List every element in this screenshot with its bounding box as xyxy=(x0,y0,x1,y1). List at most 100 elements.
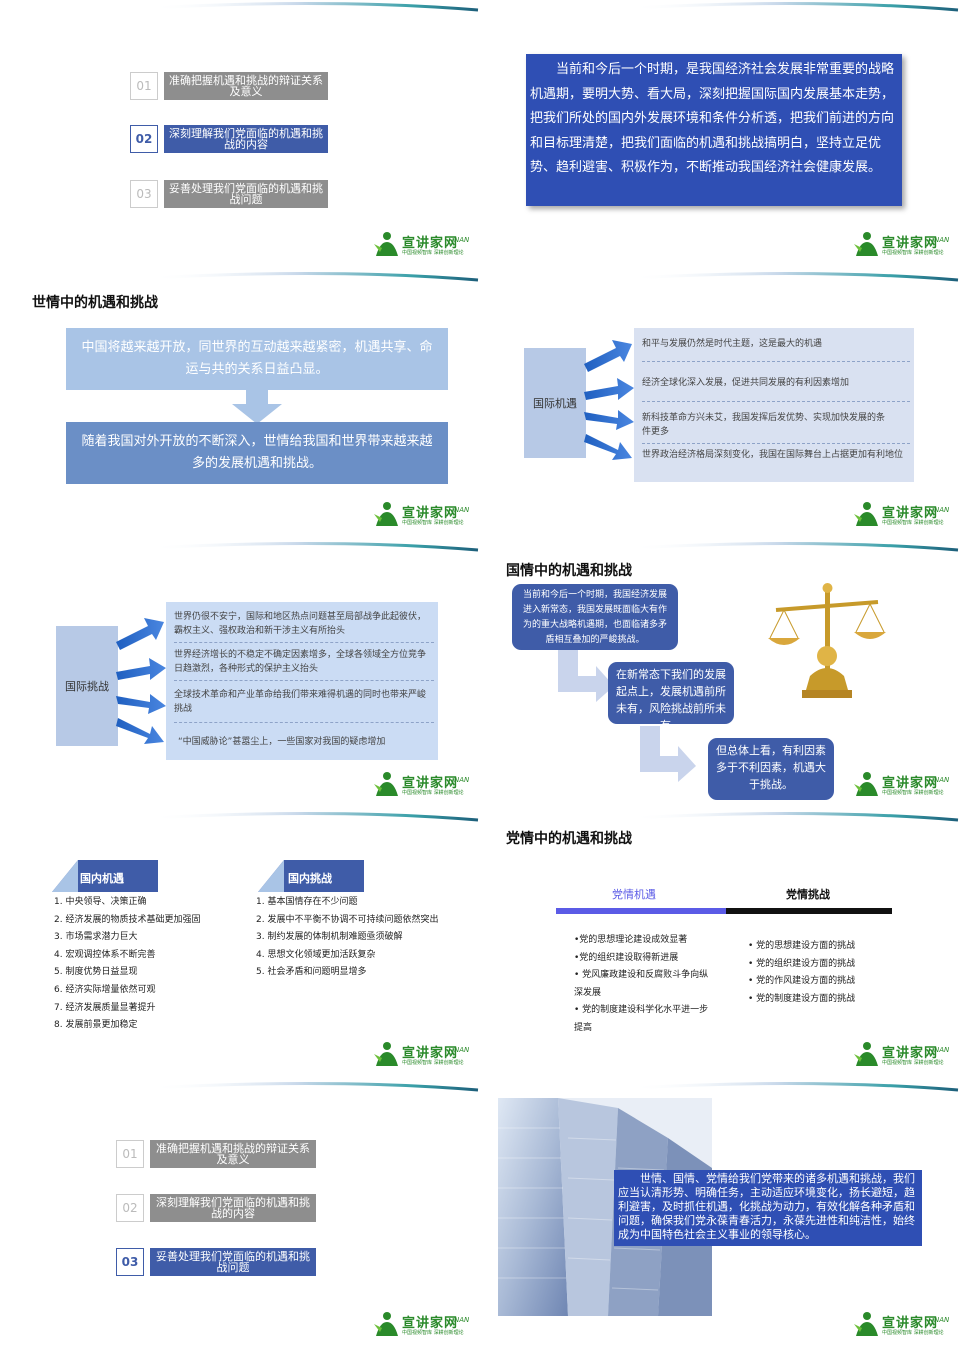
conclusion-text-box: 世情、国情、党情给我们党带来的诸多机遇和挑战，我们应当认清形势、明确任务，主动适… xyxy=(614,1170,922,1246)
slide-1-toc: 01 准确把握机遇和挑战的辩证关系及意义 02 深刻理解我们党面临的机遇和挑战的… xyxy=(0,0,480,268)
opportunity-list: 1. 中央领导、决策正确 2. 经济发展的物质技术基础更加强固 3. 市场需求潜… xyxy=(54,894,254,1035)
list-item: 4. 宏观调控体系不断完善 xyxy=(54,949,156,960)
logo-figure-icon xyxy=(854,1042,878,1066)
logo-suffix: NAN xyxy=(454,1046,470,1054)
toc-number: 02 xyxy=(116,1194,144,1222)
list-item: • 党风廉政建设和反腐败斗争向纵深发展 xyxy=(574,970,709,998)
timeline-bar-right xyxy=(726,908,892,914)
timeline-bar-left xyxy=(556,908,726,914)
logo-text: 宣讲家网 xyxy=(402,1046,459,1061)
logo-suffix: NAN xyxy=(454,776,470,784)
toc-number: 02 xyxy=(130,125,158,153)
list-item: “中国威胁论”甚嚣尘上，一些国家对我国的疑虑增加 xyxy=(178,737,386,747)
items-panel: 和平与发展仍然是时代主题，这是最大的机遇 经济全球化深入发展，促进共同发展的有利… xyxy=(634,328,914,482)
intro-text: 当前和今后一个时期，是我国经济社会发展非常重要的战略机遇期，要明大势、看大局，深… xyxy=(530,62,895,175)
logo-suffix: NAN xyxy=(934,506,950,514)
logo: 宣讲家网 NAN 中国视频智库 深耕创新理论 xyxy=(372,1310,472,1340)
toc-label: 妥善处理我们党面临的机遇和挑战问题 xyxy=(164,180,328,208)
divider xyxy=(174,722,434,723)
list-item: 新科技革命方兴未艾，我国发挥后发优势、实现加快发展的条件更多 xyxy=(642,413,886,437)
logo-text: 宣讲家网 xyxy=(402,506,459,521)
slide-5-intl-challenges: 国际挑战 世界仍很不安宁，国际和地区热点问题甚至局部战争此起彼伏，霸权主义、强权… xyxy=(0,540,480,808)
column-title-left: 党情机遇 xyxy=(612,888,656,901)
toc-number: 03 xyxy=(130,180,158,208)
list-item: 1. 中央领导、决策正确 xyxy=(54,897,147,907)
logo: 宣讲家网 NAN 中国视频智库 深耕创新理论 xyxy=(852,500,952,530)
header-swoosh xyxy=(149,811,479,822)
logo: 宣讲家网 NAN 中国视频智库 深耕创新理论 xyxy=(372,500,472,530)
logo-slogan: 中国视频智库 深耕创新理论 xyxy=(882,250,944,256)
bottom-statement-box: 随着我国对外开放的不断深入，世情给我国和世界带来越来越多的发展机遇和挑战。 xyxy=(66,422,448,484)
logo-figure-icon xyxy=(854,1312,878,1336)
logo-text: 宣讲家网 xyxy=(882,236,939,251)
logo-suffix: NAN xyxy=(934,1046,950,1054)
list-item: 2. 经济发展的物质技术基础更加强固 xyxy=(54,914,201,925)
toc-number: 03 xyxy=(116,1248,144,1276)
header-swoosh xyxy=(149,541,479,552)
list-item: 6. 经济实际增量依然可观 xyxy=(54,984,156,995)
logo-slogan: 中国视频智库 深耕创新理论 xyxy=(882,520,944,526)
logo-figure-icon xyxy=(374,1312,398,1336)
logo: 宣讲家网 NAN 中国视频智库 深耕创新理论 xyxy=(372,230,472,260)
slide-6-national: 国情中的机遇和挑战 当前和今后一个时期，我国经济发展进入新常态，我国发展既面临大… xyxy=(480,540,960,808)
list-item: • 党的组织建设方面的挑战 xyxy=(748,958,856,969)
logo: 宣讲家网 NAN 中国视频智库 深耕创新理论 xyxy=(372,1040,472,1070)
scales-icon xyxy=(768,583,886,698)
step-text: 当前和今后一个时期，我国经济发展进入新常态，我国发展既面临大有作为的重大战略机遇… xyxy=(522,590,667,645)
logo-slogan: 中国视频智库 深耕创新理论 xyxy=(402,1060,464,1066)
party-challenge-list: • 党的思想建设方面的挑战 • 党的组织建设方面的挑战 • 党的作风建设方面的挑… xyxy=(748,938,898,1008)
category-label-box: 国际挑战 xyxy=(56,626,118,746)
logo-figure-icon xyxy=(854,772,878,796)
list-item: • 党的思想建设方面的挑战 xyxy=(748,941,856,951)
challenge-list: 1. 基本国情存在不少问题 2. 发展中不平衡不协调不可持续问题依然突出 3. … xyxy=(256,894,476,982)
list-item: 世界仍很不安宁，国际和地区热点问题甚至局部战争此起彼伏，霸权主义、强权政治和新干… xyxy=(174,612,427,636)
logo-text: 宣讲家网 xyxy=(402,1316,459,1331)
logo-figure-icon xyxy=(374,772,398,796)
logo-figure-icon xyxy=(374,232,398,256)
logo-text: 宣讲家网 xyxy=(882,776,939,791)
slide-3-world: 世情中的机遇和挑战 中国将越来越开放，同世界的互动越来越紧密，机遇共享、命运与共… xyxy=(0,270,480,538)
slide-title: 党情中的机遇和挑战 xyxy=(506,831,632,847)
divider xyxy=(642,443,910,444)
tab-header-right xyxy=(258,860,364,892)
list-item: 3. 市场需求潜力巨大 xyxy=(54,932,138,943)
down-arrow-icon xyxy=(232,390,282,424)
logo-suffix: NAN xyxy=(934,1316,950,1324)
step-box-3: 但总体上看，有利因素多于不利因素，机遇大于挑战。 xyxy=(708,738,834,800)
logo-suffix: NAN xyxy=(454,236,470,244)
list-item: 经济全球化深入发展，促进共同发展的有利因素增加 xyxy=(642,378,850,388)
header-swoosh xyxy=(629,1,959,12)
column-title-left: 国内机遇 xyxy=(80,872,124,885)
header-swoosh xyxy=(629,811,959,822)
toc-label: 妥善处理我们党面临的机遇和挑战问题 xyxy=(150,1248,316,1276)
divider xyxy=(642,401,910,402)
column-title-right: 国内挑战 xyxy=(288,872,332,885)
slide-4-intl-opportunities: 国际机遇 和平与发展仍然是时代主题，这是最大的机遇 经济全球化深入发展，促进共同… xyxy=(480,270,960,538)
list-item: • 党的作风建设方面的挑战 xyxy=(748,976,856,986)
slide-2-intro: 当前和今后一个时期，是我国经济社会发展非常重要的战略机遇期，要明大势、看大局，深… xyxy=(480,0,960,268)
slide-10-conclusion: 世情、国情、党情给我们党带来的诸多机遇和挑战，我们应当认清形势、明确任务，主动适… xyxy=(480,1080,960,1348)
logo-slogan: 中国视频智库 深耕创新理论 xyxy=(402,520,464,526)
header-swoosh xyxy=(149,271,479,282)
divider xyxy=(174,642,434,643)
list-item: 世界经济增长的不稳定不确定因素增多，全球各领域全方位竞争日趋激烈，各种形式的保护… xyxy=(174,650,427,674)
logo-slogan: 中国视频智库 深耕创新理论 xyxy=(882,790,944,796)
logo-slogan: 中国视频智库 深耕创新理论 xyxy=(402,790,464,796)
logo-text: 宣讲家网 xyxy=(882,1316,939,1331)
list-item: 世界政治经济格局深刻变化，我国在国际舞台上占据更加有利地位 xyxy=(642,450,904,460)
logo-suffix: NAN xyxy=(934,236,950,244)
top-statement-box: 中国将越来越开放，同世界的互动越来越紧密，机遇共享、命运与共的关系日益凸显。 xyxy=(66,328,448,390)
step-connector-icon xyxy=(640,726,696,782)
logo-suffix: NAN xyxy=(454,506,470,514)
logo-slogan: 中国视频智库 深耕创新理论 xyxy=(882,1330,944,1336)
arrows-fan-icon xyxy=(116,618,166,744)
list-item: 4. 思想文化领域更加活跃复杂 xyxy=(256,949,376,960)
logo: 宣讲家网 NAN 中国视频智库 深耕创新理论 xyxy=(852,1040,952,1070)
toc-label: 准确把握机遇和挑战的辩证关系及意义 xyxy=(150,1140,316,1168)
logo-text: 宣讲家网 xyxy=(882,1046,939,1061)
bottom-statement: 随着我国对外开放的不断深入，世情给我国和世界带来越来越多的发展机遇和挑战。 xyxy=(81,434,433,471)
logo: 宣讲家网 NAN 中国视频智库 深耕创新理论 xyxy=(852,770,952,800)
slide-8-party: 党情中的机遇和挑战 党情机遇 党情挑战 •党的思想理论建设成效显著 •党的组织建… xyxy=(480,810,960,1078)
conclusion-text: 世情、国情、党情给我们党带来的诸多机遇和挑战，我们应当认清形势、明确任务，主动适… xyxy=(618,1172,915,1241)
logo: 宣讲家网 NAN 中国视频智库 深耕创新理论 xyxy=(852,1310,952,1340)
